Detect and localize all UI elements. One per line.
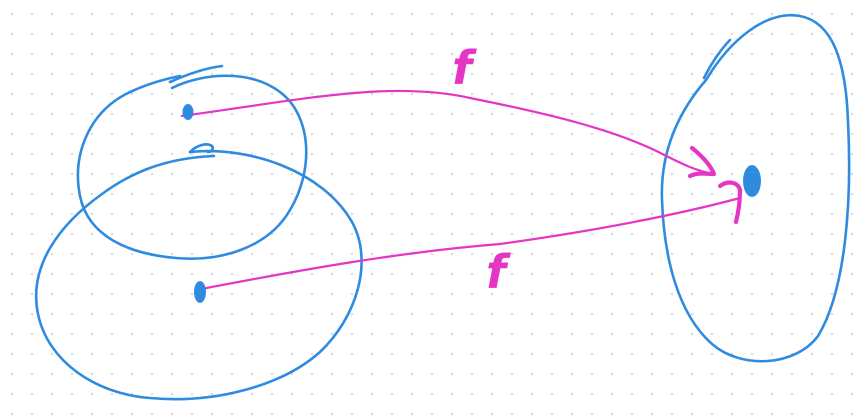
domain-set-b-hook-stroke (188, 143, 215, 154)
codomain-point (743, 165, 761, 197)
upper-mapping-label: f (452, 41, 477, 95)
mapping-arrow-upper (180, 89, 716, 176)
codomain-tail-stroke (702, 38, 732, 80)
domain-point-b (194, 281, 206, 303)
codomain-set-outline (660, 13, 851, 363)
mapping-arrow-lower (194, 196, 742, 292)
domain-set-a-overlap-stroke (168, 64, 224, 84)
mapping-arrow-upper-head (687, 145, 717, 179)
domain-set-b-outline (34, 149, 363, 401)
domain-set-a-outline (76, 74, 308, 260)
mapping-arrow-lower-head (717, 180, 743, 225)
lower-mapping-label: f (486, 245, 511, 299)
domain-point-a (182, 104, 194, 120)
